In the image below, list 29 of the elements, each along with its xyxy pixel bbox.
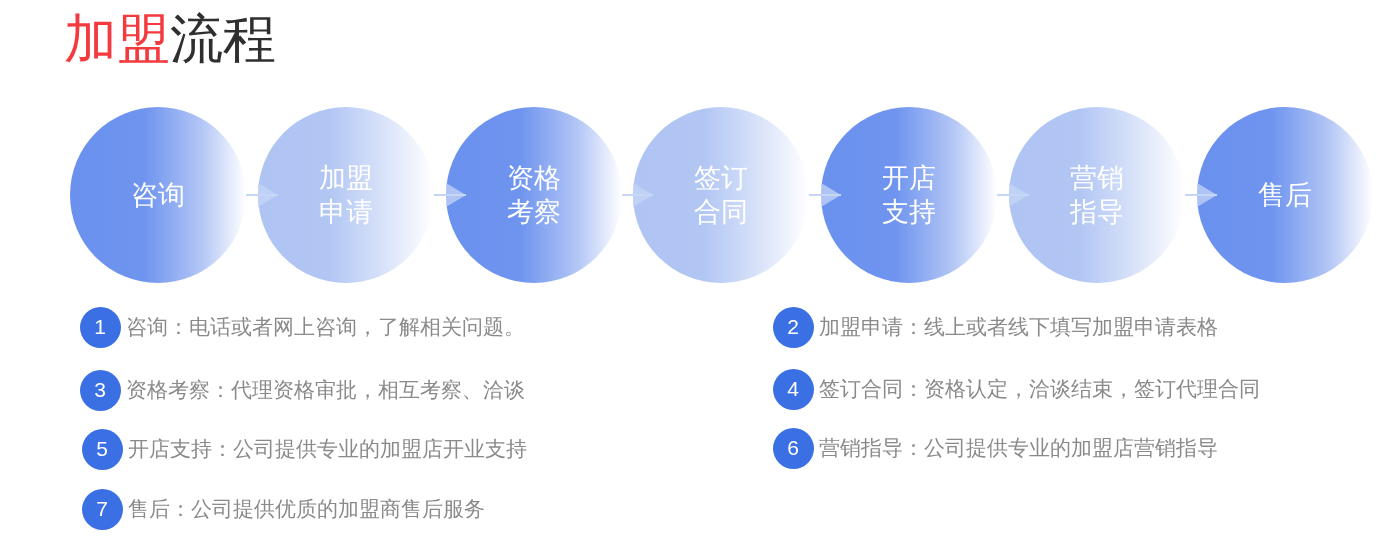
page-title: 加盟流程 [64, 7, 276, 71]
step-description: 签订合同：资格认定，洽谈结束，签订代理合同 [818, 376, 1260, 403]
number-badge [79, 369, 121, 411]
number-badge [81, 488, 123, 530]
number-badge [772, 368, 814, 410]
step-number: 1 [94, 315, 106, 339]
step-label: 营销指导 [1069, 161, 1125, 229]
number-badge [772, 306, 814, 348]
step-description: 资格考察：代理资格审批，相互考察、洽谈 [125, 377, 525, 404]
step-number: 4 [787, 377, 799, 401]
step-label: 售后 [1257, 178, 1313, 212]
step-label: 咨询 [130, 178, 186, 212]
step-description: 售后：公司提供优质的加盟商售后服务 [127, 496, 485, 523]
step-number: 7 [96, 497, 108, 521]
step-label: 开店支持 [881, 161, 937, 229]
step-number: 3 [94, 378, 106, 402]
step-label: 加盟申请 [318, 161, 374, 229]
number-badge [772, 427, 814, 469]
step-description: 营销指导：公司提供专业的加盟店营销指导 [818, 435, 1218, 462]
step-label: 资格考察 [506, 161, 562, 229]
step-number: 5 [96, 437, 108, 461]
step-description: 开店支持：公司提供专业的加盟店开业支持 [127, 436, 527, 463]
step-number: 6 [787, 436, 799, 460]
step-label: 签订合同 [693, 161, 749, 229]
step-number: 2 [787, 315, 799, 339]
number-badge [79, 306, 121, 348]
step-description: 咨询：电话或者网上咨询，了解相关问题。 [125, 314, 525, 341]
number-badge [81, 428, 123, 470]
step-description: 加盟申请：线上或者线下填写加盟申请表格 [818, 314, 1218, 341]
